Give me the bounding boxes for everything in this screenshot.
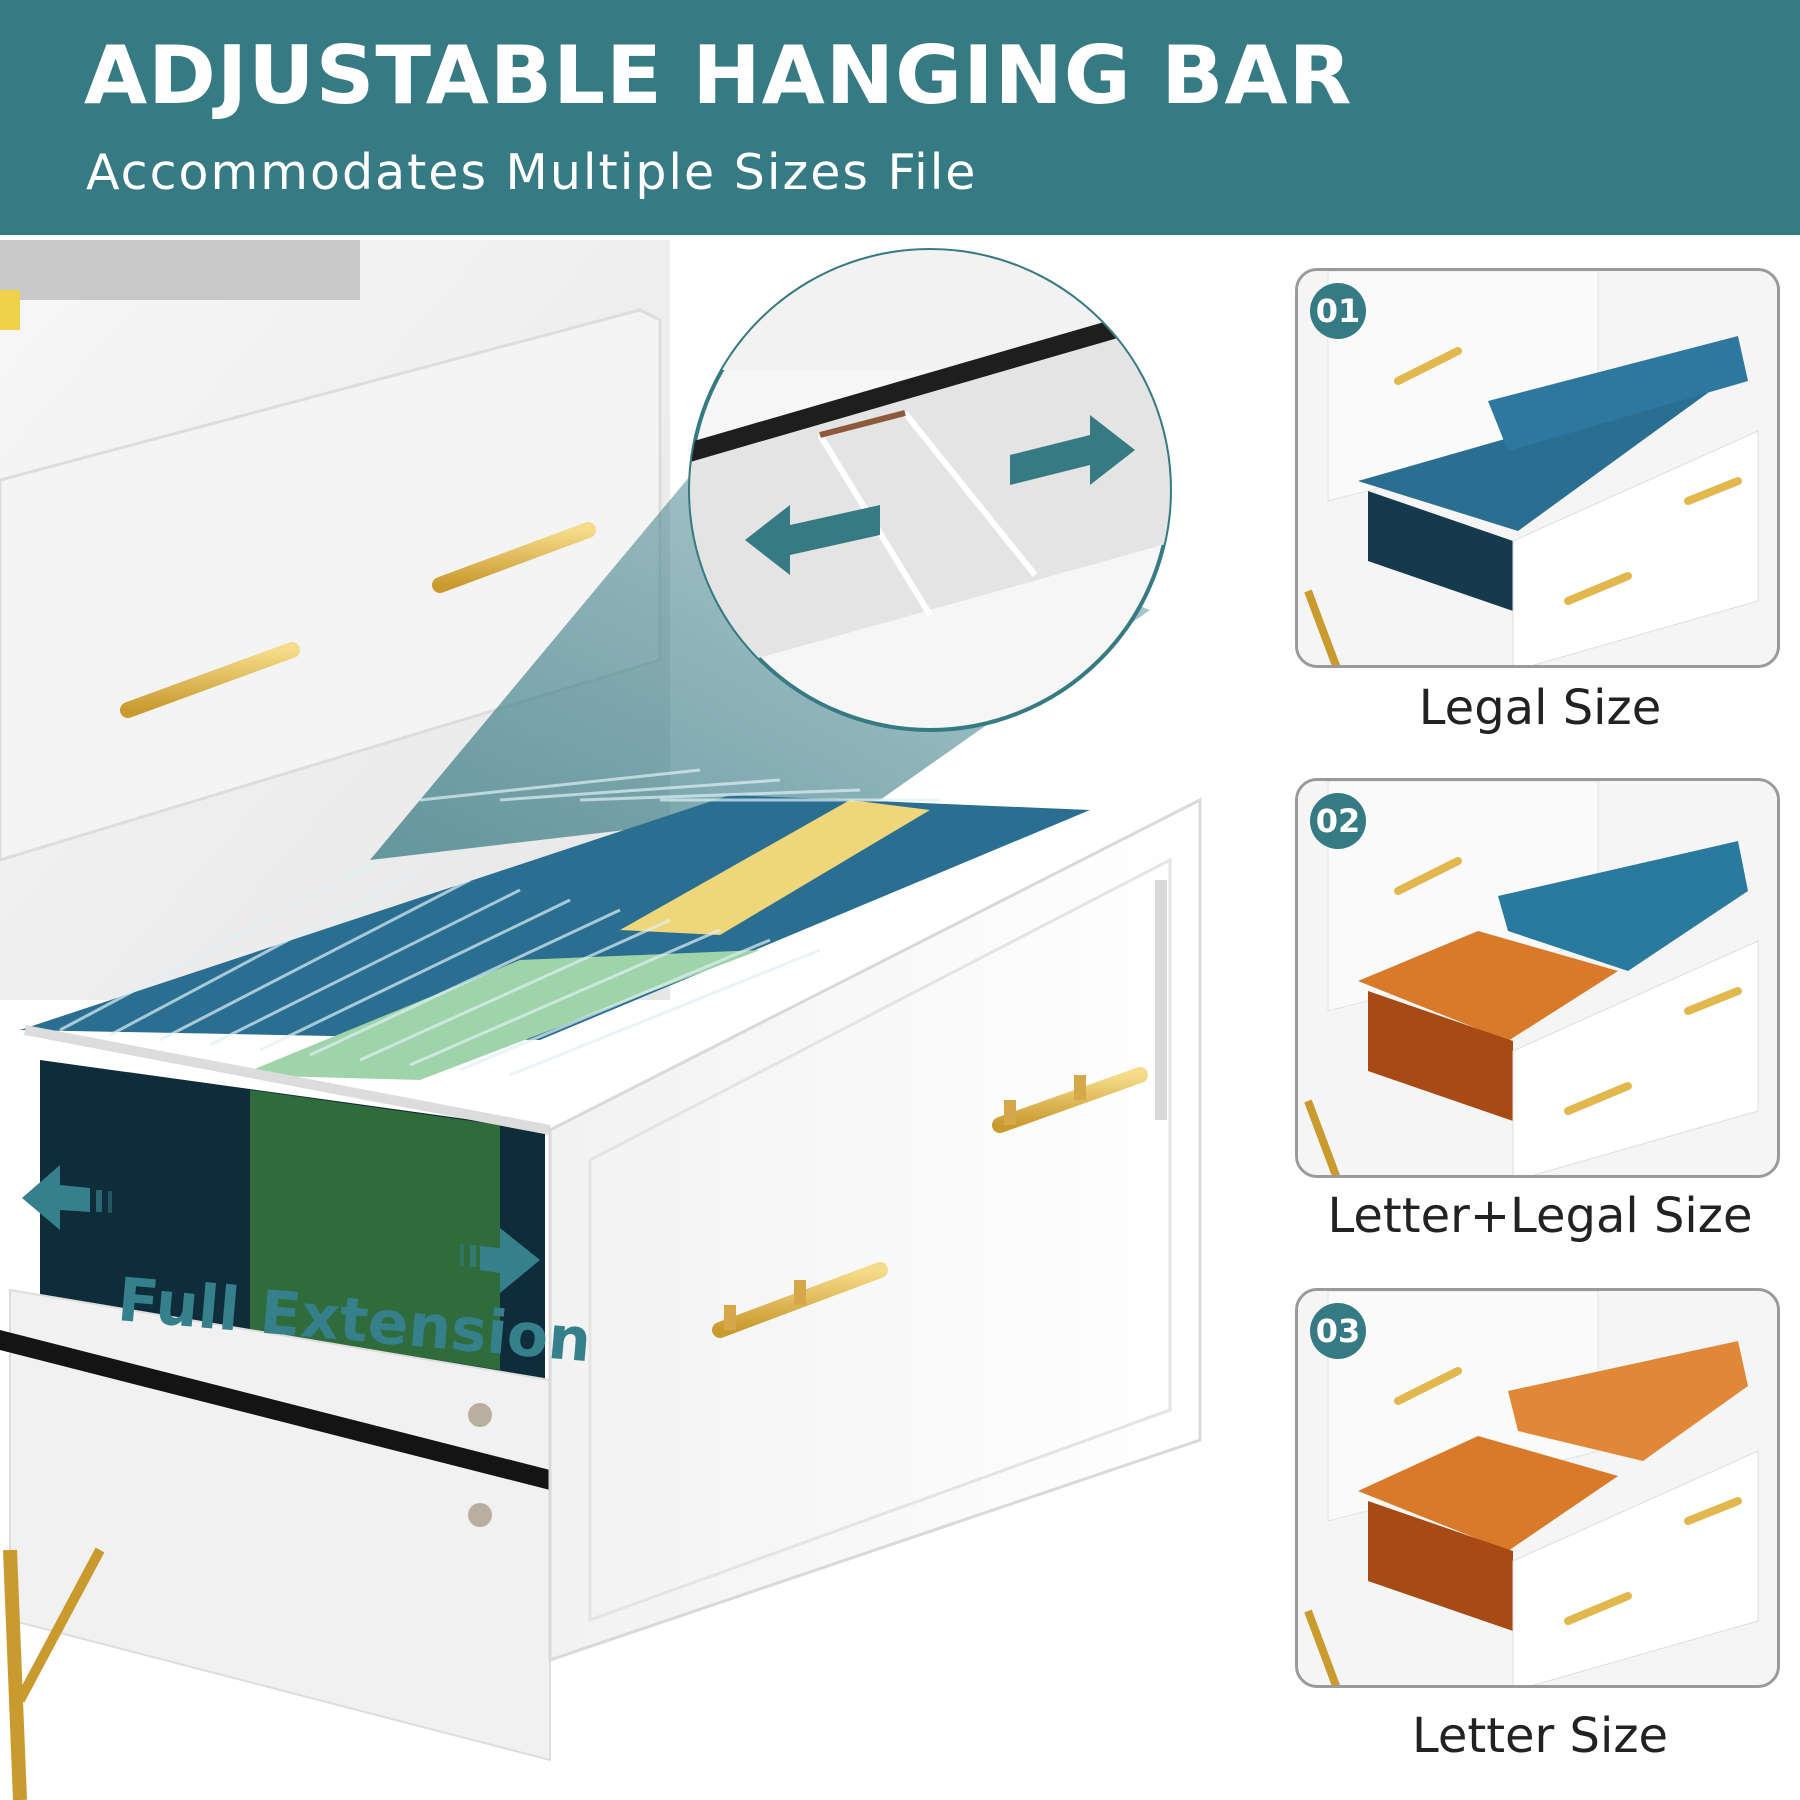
option-label-letter-legal: Letter+Legal Size bbox=[1327, 1188, 1753, 1244]
arrow-right-icon bbox=[1010, 415, 1135, 485]
option-label-legal: Legal Size bbox=[1418, 680, 1662, 736]
orange-folders bbox=[1508, 1341, 1748, 1461]
arrow-left-icon bbox=[745, 505, 880, 575]
drawer-front bbox=[548, 797, 1202, 1663]
drawer-front bbox=[1512, 1450, 1759, 1685]
green-folders bbox=[240, 950, 760, 1080]
printer-on-top bbox=[0, 240, 360, 300]
drawer-front bbox=[1512, 940, 1759, 1175]
drawer-handle-upper bbox=[992, 1067, 1148, 1133]
gold-leg bbox=[3, 1547, 105, 1800]
orange-folders bbox=[1358, 1436, 1618, 1551]
upper-handle-1 bbox=[432, 522, 596, 593]
page-title: ADJUSTABLE HANGING BAR bbox=[84, 29, 1353, 122]
option-panel-letter: 03 bbox=[1295, 1288, 1780, 1688]
arrow-right-icon bbox=[460, 1228, 540, 1293]
folder-divider-lines bbox=[59, 768, 940, 1077]
drawer-handle-lower bbox=[712, 1262, 888, 1338]
option-label-letter: Letter Size bbox=[1411, 1708, 1669, 1764]
option-badge: 03 bbox=[1310, 1303, 1366, 1359]
zoom-detail-circle bbox=[688, 248, 1172, 732]
main-product-image bbox=[0, 240, 1202, 1800]
option-badge: 01 bbox=[1310, 283, 1366, 339]
sticky-note bbox=[0, 290, 20, 330]
front-hanging-rail bbox=[24, 1025, 551, 1135]
drawer-rail bbox=[690, 300, 1170, 465]
yellow-folders bbox=[620, 800, 930, 935]
arrow-left-icon bbox=[22, 1165, 112, 1230]
upper-drawer-front bbox=[0, 308, 662, 862]
green-folder-fronts bbox=[250, 1090, 500, 1370]
upper-handle-2 bbox=[120, 642, 300, 718]
cabinet-body bbox=[0, 240, 670, 1000]
orange-folders bbox=[1358, 931, 1618, 1041]
blue-folders bbox=[1498, 841, 1748, 971]
page-subtitle: Accommodates Multiple Sizes File bbox=[86, 144, 978, 201]
letter-size-drawer-image bbox=[1298, 1291, 1777, 1685]
legal-size-drawer-image bbox=[1298, 271, 1777, 665]
screw bbox=[468, 1403, 492, 1427]
letter-legal-size-drawer-image bbox=[1298, 781, 1777, 1175]
option-badge: 02 bbox=[1310, 793, 1366, 849]
drawer-slide-rail bbox=[0, 1330, 550, 1490]
handle bbox=[1394, 857, 1462, 895]
option-panel-letter-legal: 02 bbox=[1295, 778, 1780, 1178]
handle bbox=[1394, 347, 1462, 385]
open-drawer bbox=[0, 768, 1202, 1800]
drawer-side bbox=[9, 1288, 551, 1762]
header-banner: ADJUSTABLE HANGING BAR Accommodates Mult… bbox=[0, 0, 1800, 235]
screw bbox=[468, 1503, 492, 1527]
drawer-front bbox=[1512, 430, 1759, 665]
handle bbox=[1394, 1367, 1462, 1405]
option-panel-legal: 01 bbox=[1295, 268, 1780, 668]
